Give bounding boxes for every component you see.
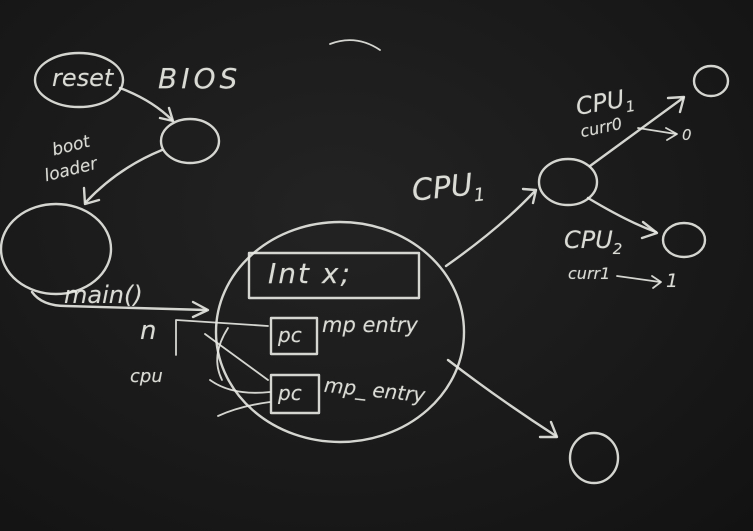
pc-top-label: pc: [278, 323, 302, 347]
cpu2-text: CPU: [564, 226, 613, 254]
loader-node: [0, 202, 113, 296]
int-x-label: Int x;: [268, 257, 352, 290]
cpu1-left-label: CPU1: [410, 166, 486, 212]
reset-label: reset: [52, 64, 114, 92]
arrow-cpu1-to-cpu2: [586, 196, 658, 234]
memory-circle: [214, 220, 466, 444]
bios-label: BIOS: [158, 62, 242, 95]
bottom-node: [568, 431, 620, 485]
n-label: n: [140, 316, 157, 346]
reset-node: [33, 51, 125, 109]
curr1-label: curr1: [568, 264, 611, 283]
main-label: main(): [64, 281, 143, 309]
cpu1-left-text: CPU: [410, 167, 475, 209]
pc-box-top: [269, 316, 319, 356]
arrow-bios-to-main-node: [84, 148, 164, 204]
cpu2-node: [661, 221, 707, 259]
bios-node: [159, 117, 221, 165]
mp-entry-top-label: mp entry: [322, 313, 418, 337]
arrow-to-bottom-node: [446, 358, 558, 438]
curr1-value: 1: [666, 270, 679, 292]
int-x-box: [247, 251, 421, 300]
arrow-reset-to-bios: [118, 86, 174, 122]
cpu-count-label: cpu: [130, 366, 163, 387]
stray-stroke: [329, 39, 381, 51]
n-pointer: [175, 319, 269, 381]
arrow-cpu1-to-top: [588, 96, 685, 168]
curr0-arrow: [637, 127, 677, 135]
pc-box-bottom: [269, 373, 321, 415]
cpu1-node: [537, 157, 599, 207]
cpu2-label: CPU2: [564, 226, 622, 258]
cpu1-top-node: [692, 64, 730, 98]
arrow-main: [30, 290, 208, 312]
pc-bottom-label: pc: [278, 381, 302, 405]
cpu2-sub: 2: [612, 239, 623, 258]
curr1-arrow: [616, 275, 661, 283]
cpu1-left-sub: 1: [472, 184, 487, 207]
curr0-value: 0: [682, 126, 692, 144]
arrow-to-cpu1: [444, 190, 536, 268]
